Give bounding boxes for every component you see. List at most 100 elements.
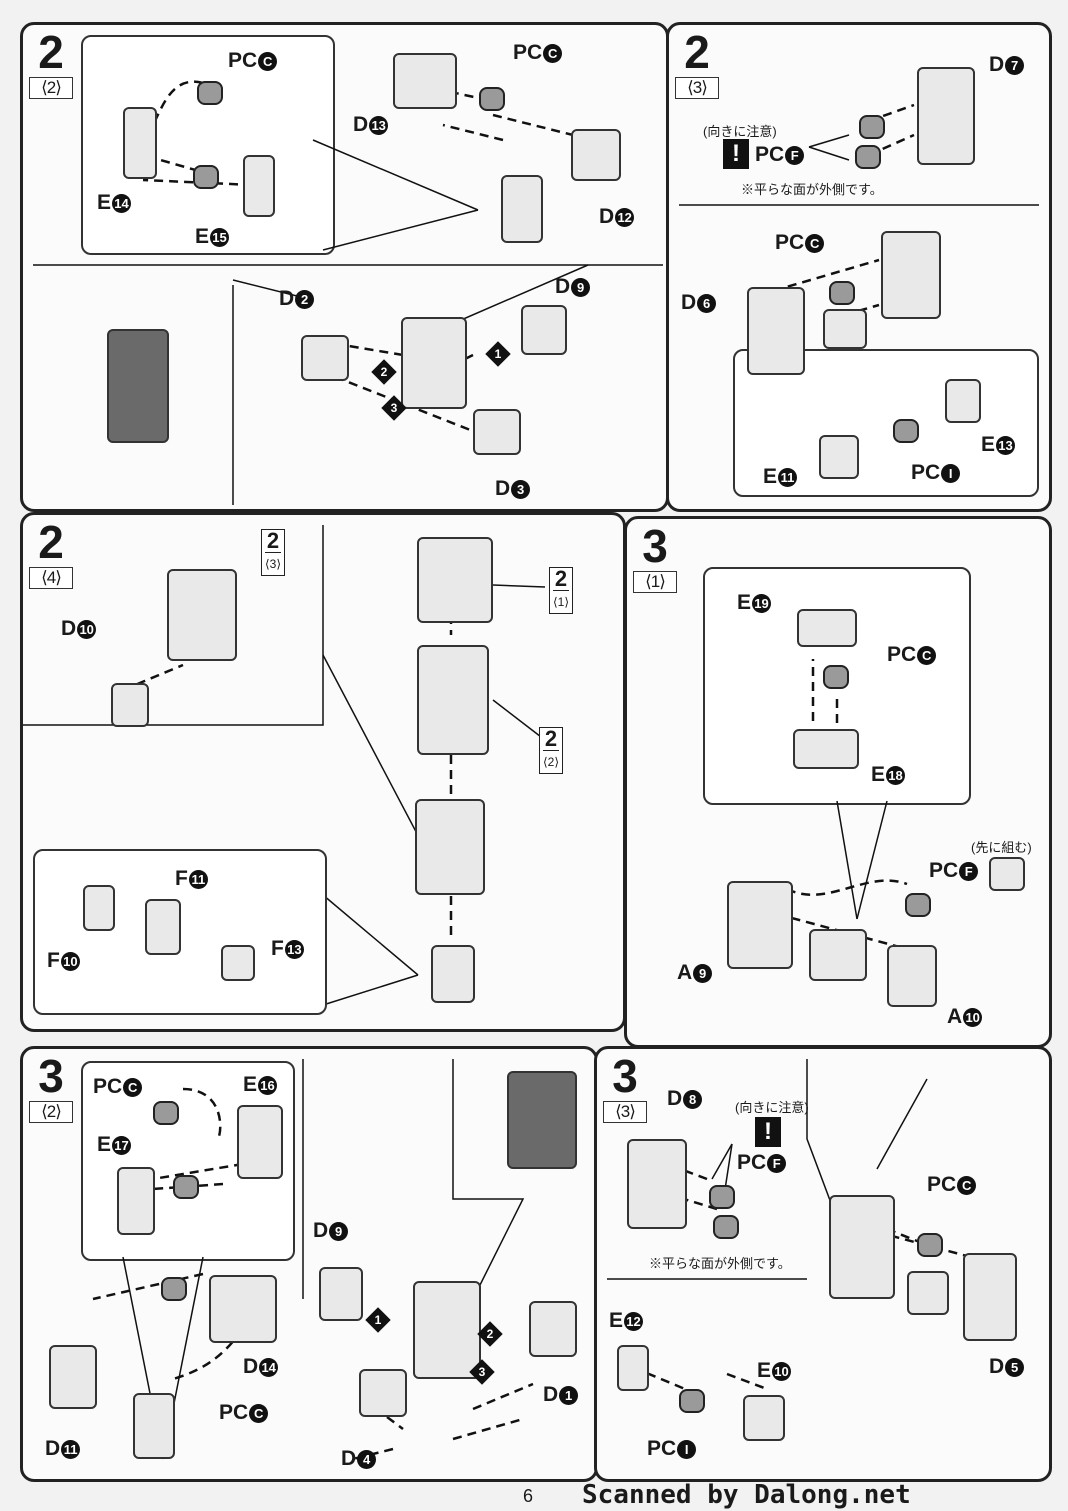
part-e11 [819,435,859,479]
part-d4 [359,1369,407,1417]
step-substep: ⟨4⟩ [29,567,73,589]
polycap-c [161,1277,187,1301]
part-2-2-assembly [417,645,489,755]
part-d11 [49,1345,97,1409]
polycap-f [709,1185,735,1209]
part-d6 [747,287,805,375]
note-flat-side: ※平らな面が外側です。 [649,1256,791,1271]
part-d9 [319,1267,363,1321]
part-2-1-assembly [417,537,493,623]
polycap-f [855,145,881,169]
step-badge: 3 ⟨3⟩ [603,1053,647,1123]
part-e19 [797,609,857,647]
step-2-3-panel: 2 ⟨3⟩ (向きに注意) [666,22,1052,512]
part-e14 [123,107,157,179]
polycap-c [153,1101,179,1125]
step-3-2-panel: 3 ⟨2⟩ [20,1046,598,1482]
assembled-preview [107,329,169,443]
part-d14 [209,1275,277,1343]
part-leg-shell [167,569,237,661]
step-substep: ⟨3⟩ [675,77,719,99]
part-d8 [627,1139,687,1229]
step-2-4-panel: 2 ⟨4⟩ [20,512,626,1032]
note-orientation: (向きに注意) [735,1100,809,1115]
polycap-c [197,81,223,105]
part-d9 [521,305,567,355]
polycap-c [829,281,855,305]
note-assemble-first: (先に組む) [971,840,1032,855]
part-torso-back [829,1195,895,1299]
part-e13 [945,379,981,423]
part-d12 [571,129,621,181]
step-2-2-panel: 2 ⟨2⟩ [20,22,669,512]
step-badge: 2 ⟨2⟩ [29,29,73,99]
preassembly-icon [989,857,1025,891]
assembled-preview [507,1071,577,1169]
note-flat-side: ※平らな面が外側です。 [741,182,883,197]
part-d1 [529,1301,577,1357]
step-number: 2 [38,516,64,568]
step-substep: ⟨1⟩ [633,571,677,593]
scan-credit: Scanned by Dalong.net [582,1480,911,1510]
polycap-c [173,1175,199,1199]
sequence-marker-2: 2 [371,359,397,385]
sequence-marker-3: 3 [381,395,407,421]
sequence-marker-1: 1 [485,341,511,367]
part-d10 [111,683,149,727]
polycap-c [193,165,219,189]
reference-2-1: 2⟨1⟩ [549,567,574,614]
part-e16 [237,1105,283,1179]
polycap-f [713,1215,739,1239]
step-3-3-panel: 3 ⟨3⟩ [594,1046,1052,1482]
warning-icon: ! [723,139,749,169]
part-center-block [413,1281,481,1379]
part-a9 [727,881,793,969]
part-cylinder [809,929,867,981]
step-number: 2 [684,26,710,78]
sequence-marker-1: 1 [365,1307,391,1333]
part-cylinder [823,309,867,349]
sequence-marker-3: 3 [469,1359,495,1385]
part-e12 [617,1345,649,1391]
sequence-marker-2: 2 [477,1321,503,1347]
step-badge: 2 ⟨3⟩ [675,29,719,99]
part-torso-back [881,231,941,319]
warning-icon: ! [755,1117,781,1147]
part-e10 [743,1395,785,1441]
part-f11 [145,899,181,955]
step-badge: 3 ⟨1⟩ [633,523,677,593]
note-orientation: (向きに注意) [703,124,777,139]
polycap-i [679,1389,705,1413]
